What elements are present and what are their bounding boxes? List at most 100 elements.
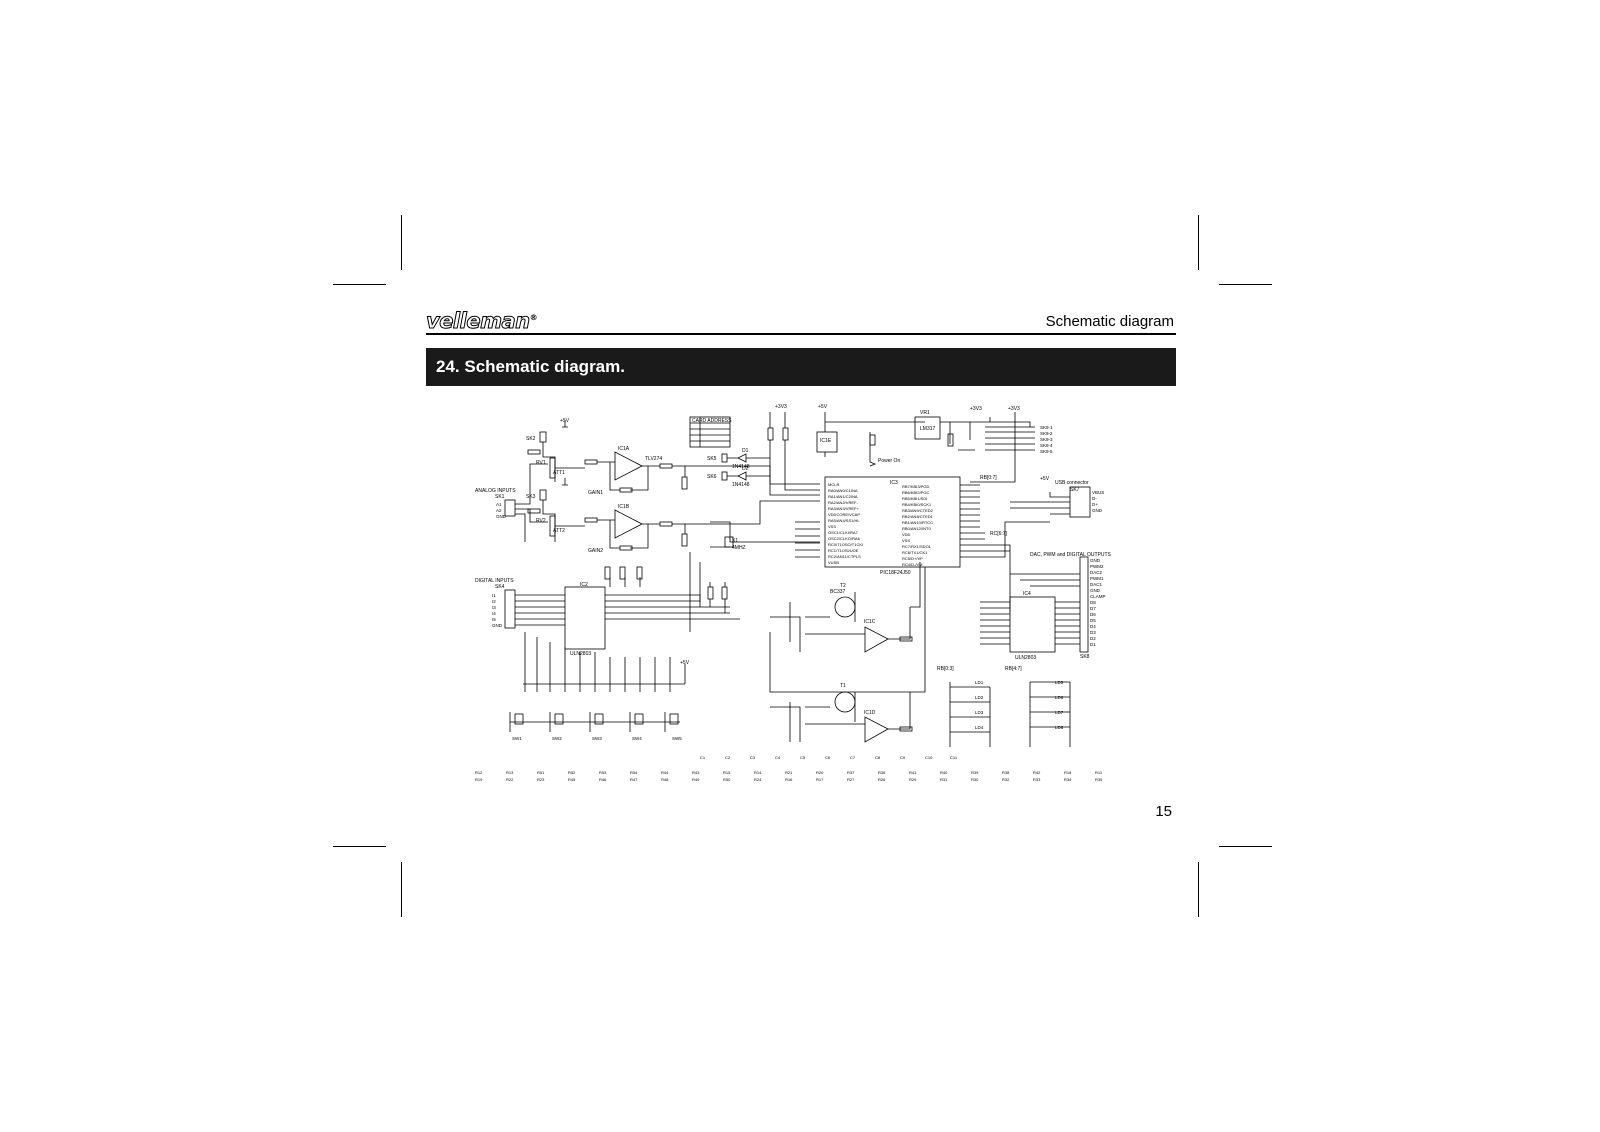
card-address-table (689, 416, 731, 448)
label-rail-3v3: +3V3 (775, 404, 787, 410)
resistor-label: R33 (1033, 777, 1041, 782)
usb-pin-label: D- (1092, 496, 1097, 501)
label-rv1: RV1 (536, 460, 546, 466)
schematic-text: ANALOG INPUTS DIGITAL INPUTS USB connect… (475, 404, 1112, 716)
label-bc337: BC337 (830, 589, 846, 595)
switch-label: SW4 (632, 736, 642, 741)
led-label: LD6 (1055, 695, 1064, 700)
pic-right-pin-label: RB3/AN9/CTED2 (902, 508, 934, 513)
label-power-on: Power On (878, 458, 900, 464)
brand-logo: velleman® (426, 309, 538, 334)
output-pin-label: PWM2 (1090, 564, 1104, 569)
analog-pin-label: A1 (496, 502, 502, 507)
analog-pin-label: GND (496, 514, 507, 519)
digital-pin-label: I4 (492, 611, 496, 616)
pic-right-pin-label: RB7/KBI3/PGD (902, 484, 929, 489)
transistor-t1 (834, 691, 856, 713)
r44 (619, 487, 633, 493)
sk1-connector (504, 499, 516, 517)
label-ic1e: IC1E (820, 438, 832, 444)
label-t1: T1 (840, 683, 846, 689)
ic1e-power (816, 431, 838, 453)
led-label: LD8 (1055, 725, 1064, 730)
pic-left-pin-label: RC2/AN11/CTPLS (828, 554, 861, 559)
resistor-label: R16 (785, 777, 793, 782)
usb-pin-label: D+ (1092, 502, 1098, 507)
resistor-label: R45 (568, 777, 576, 782)
lm317-regulator (914, 416, 941, 440)
led-label: LD1 (975, 680, 984, 685)
x1-crystal (724, 536, 734, 548)
resistor-label: R11 (1095, 770, 1103, 775)
pic-left-pin-label: MCLR (828, 482, 839, 487)
label-sk8: SK8 (1080, 654, 1090, 660)
pic-left-pin-label: RA0/AN0/C1INA (828, 488, 858, 493)
output-pin-label: D5 (1090, 618, 1096, 623)
sw3 (594, 713, 604, 725)
label-xtal: 4MHZ (732, 545, 746, 551)
resistor-label: R18 (1064, 770, 1072, 775)
label-ic1d: IC1D (864, 710, 876, 716)
sk9-pin-label: SK9-2 (1040, 431, 1053, 436)
resistor-label: R12 (475, 770, 483, 775)
resistor-label: R24 (754, 777, 762, 782)
pic-left-pin-label: RA3/AN3/VREF+ (828, 506, 859, 511)
resistor-label: R38 (1002, 770, 1010, 775)
pic-right-pin-label: RB4/KBI0/SCK1 (902, 502, 932, 507)
led-label: LD3 (975, 710, 984, 715)
switch-label: SW1 (512, 736, 522, 741)
pic-right-pin-label: RC4/D-/VM (902, 562, 922, 567)
pic-left-pin-label: VSS (828, 524, 836, 529)
label-diode-1: 1N4148 (732, 464, 750, 470)
r41 (636, 566, 643, 580)
output-pin-label: DAC2 (1090, 570, 1103, 575)
label-rail-5v-b: +5V (818, 404, 828, 410)
section-title: 24. Schematic diagram. (436, 357, 625, 376)
pic-left-pin-label: VUSB (828, 560, 839, 565)
pic-left-pin-label: RA5/AN4/SS1/HL (828, 518, 860, 523)
label-uln-b: ULN2803 (1015, 655, 1036, 661)
pic-left-pin-label: RA1/AN1/C2INA (828, 494, 858, 499)
capacitor-label: C10 (925, 755, 933, 760)
resistor-label: R48 (661, 777, 669, 782)
resistor-label: R27 (847, 777, 855, 782)
pic-right-pin-label: VSS (902, 538, 910, 543)
label-vr1: VR1 (920, 410, 930, 416)
label-gain1: GAIN1 (588, 490, 603, 496)
pic-right-pin-label: RB2/AN8/CTED1 (902, 514, 934, 519)
label-rail-3v3-b: +3V3 (970, 406, 982, 412)
pic-right-pin-label: RC7/RX1/SDO1 (902, 544, 932, 549)
output-pin-label: D7 (1090, 606, 1096, 611)
resistor-label: R46 (599, 777, 607, 782)
output-pin-label: D2 (1090, 636, 1096, 641)
label-ic3: IC3 (890, 480, 898, 486)
r40 (707, 586, 714, 600)
r13 (527, 508, 541, 514)
r15 (659, 463, 673, 469)
wires (504, 412, 1091, 747)
r12 (527, 449, 541, 455)
r18 (869, 434, 876, 446)
capacitor-label: C4 (775, 755, 781, 760)
sk9-pin-label: SK9-1 (1040, 425, 1053, 430)
capacitor-label: C9 (900, 755, 906, 760)
output-pin-label: DAC1 (1090, 582, 1103, 587)
label-usb-connector: USB connector (1055, 480, 1089, 486)
sk4-digital-inputs (504, 589, 516, 629)
r37 (604, 566, 611, 580)
pic-left-pin-label: OSC2/CLKO/RA6 (828, 536, 861, 541)
pic-right-pin-label: VDD (902, 532, 911, 537)
sk9-pin-label: SK9-4 (1040, 443, 1053, 448)
transistor-t2 (834, 596, 856, 618)
resistor-label: R20 (816, 770, 824, 775)
resistor-label: R22 (506, 777, 514, 782)
capacitor-label: C6 (825, 755, 831, 760)
r16 (899, 636, 913, 642)
opamp-ic1c (864, 626, 889, 653)
section-bar: 24. Schematic diagram. (426, 348, 1176, 386)
r51 (584, 459, 598, 465)
resistor-label: R43 (692, 770, 700, 775)
page-number: 15 (1155, 803, 1172, 820)
r11 (947, 433, 954, 447)
label-sk7: SK7 (1070, 487, 1080, 493)
